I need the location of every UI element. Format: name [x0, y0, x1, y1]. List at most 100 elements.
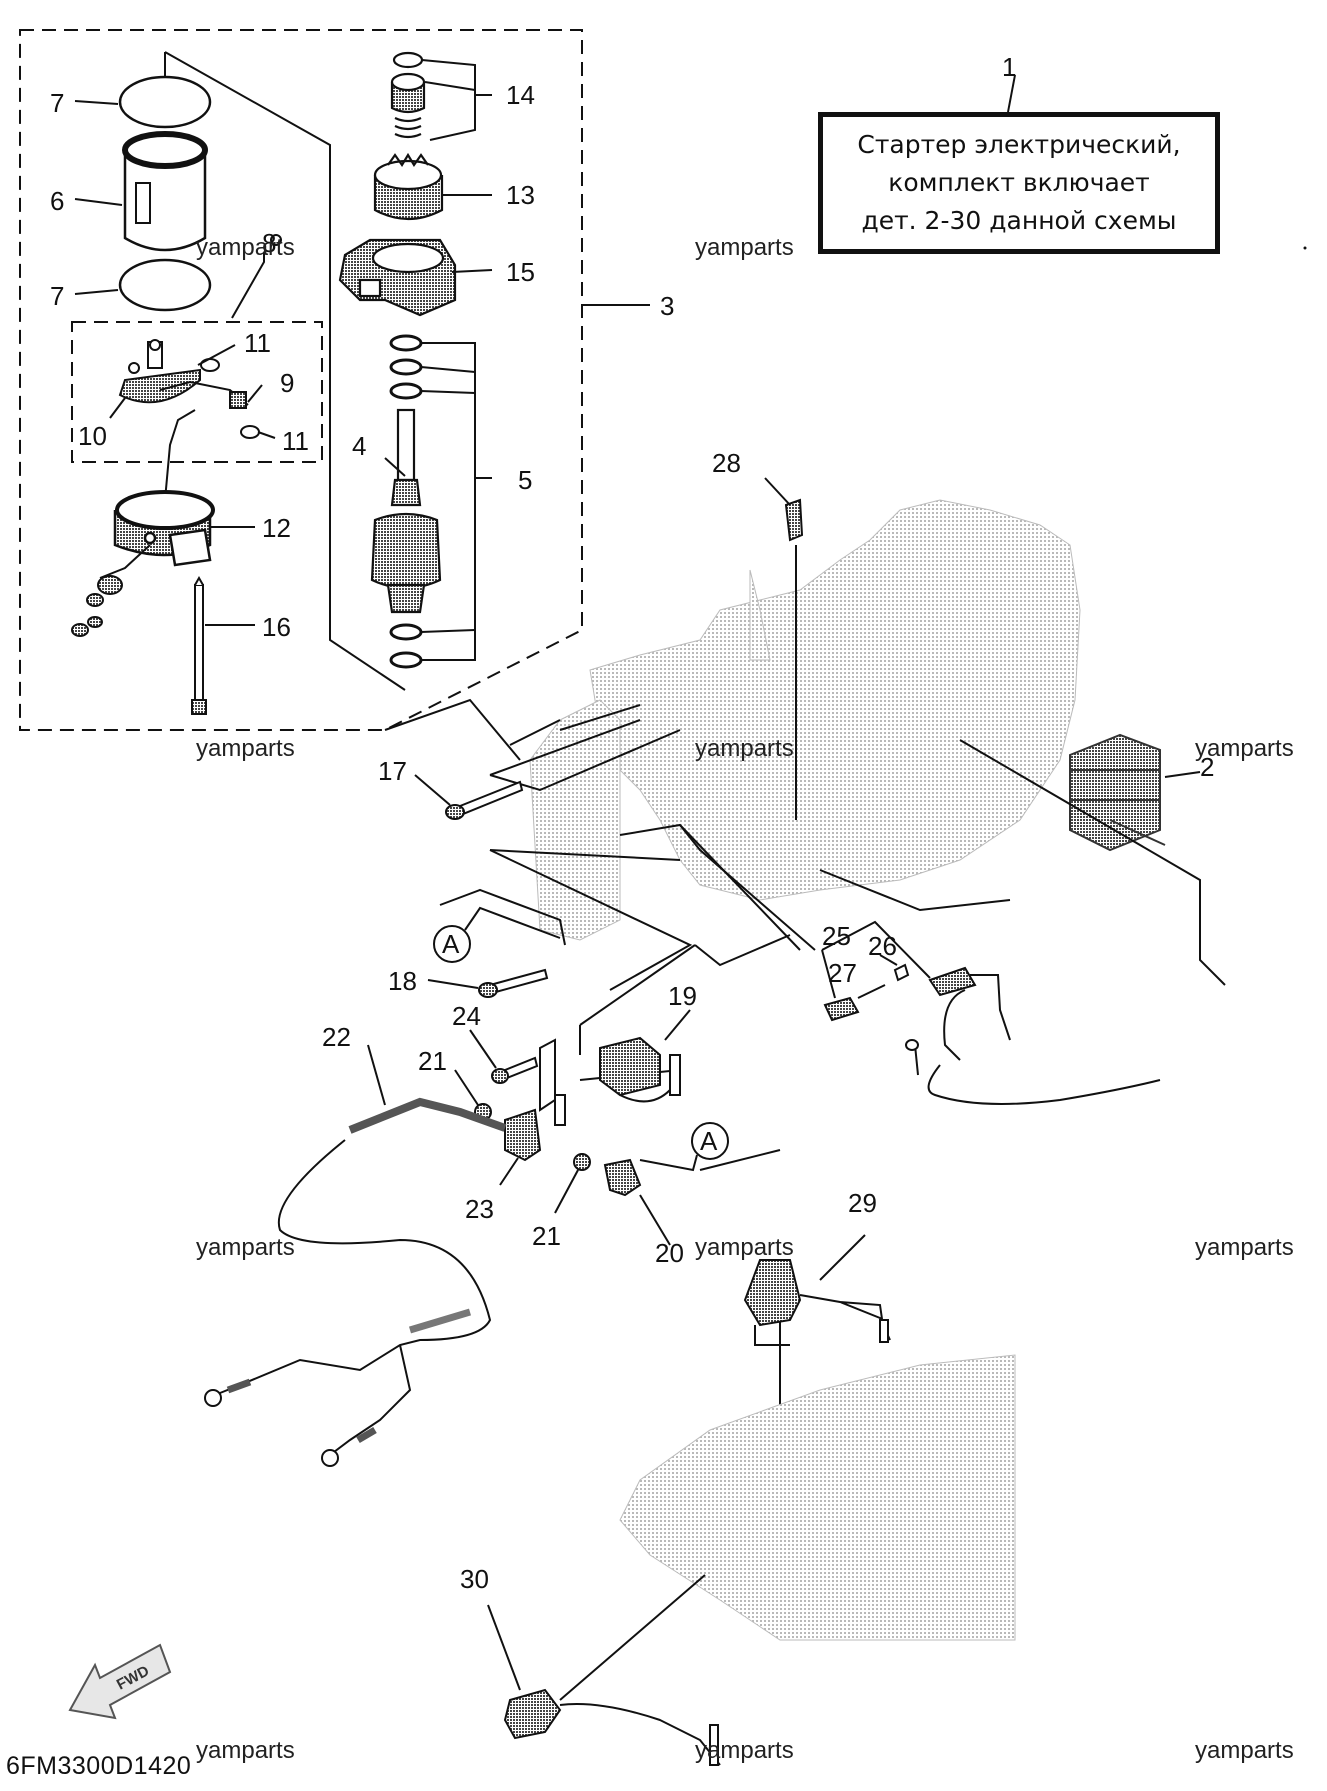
callout-7-bottom: 7	[50, 281, 64, 311]
watermark: yamparts	[196, 234, 295, 261]
front-bracket-part-15	[338, 238, 457, 317]
leader-30	[487, 1604, 521, 1691]
leader-20	[639, 1194, 671, 1246]
leader-21-lower	[554, 1169, 579, 1214]
callout-12: 12	[262, 513, 291, 543]
fuse-group-leaders	[821, 920, 931, 999]
callout-22: 22	[322, 1022, 351, 1052]
ring-part-7-bottom	[118, 258, 212, 312]
pinion-spring-set-part-14	[390, 51, 426, 139]
callout-8: 8	[262, 228, 276, 258]
watermark: yamparts	[1195, 735, 1294, 762]
engine-block	[529, 499, 1081, 941]
reference-marker-a-upper	[433, 906, 561, 963]
starter-relay-part-19	[599, 1009, 691, 1103]
leader-23	[499, 1157, 519, 1186]
bolt-part-17	[445, 780, 524, 820]
watermark: yamparts	[695, 1737, 794, 1764]
reference-marker-a-lower	[639, 1122, 729, 1172]
callout-labels: 1 2 3 4 5 6 7 7 8 9 10 11 11 12 13 14 15…	[50, 52, 1214, 1594]
connector-part-28	[764, 477, 804, 820]
watermark: yamparts	[695, 735, 794, 762]
callout-9: 9	[280, 368, 294, 398]
callout-25: 25	[822, 921, 851, 951]
callout-1: 1	[1002, 52, 1016, 82]
callout-20: 20	[655, 1238, 684, 1268]
leader-22	[367, 1044, 386, 1106]
leader-21-upper	[454, 1069, 479, 1106]
forward-arrow-icon: FWD	[68, 1643, 172, 1720]
leader-24	[469, 1029, 497, 1069]
callout-29: 29	[848, 1188, 877, 1218]
callout-27: 27	[828, 958, 857, 988]
callout-28: 28	[712, 448, 741, 478]
watermark: yamparts	[1195, 1234, 1294, 1261]
callout-17: 17	[378, 756, 407, 786]
callout-11-lower: 11	[282, 426, 309, 456]
terminal-bracket-part-23	[504, 1094, 566, 1162]
lower-cowling	[619, 1354, 1016, 1641]
nut-part-21-lower	[573, 1153, 591, 1171]
leader-18	[427, 979, 479, 989]
through-bolt-part-16	[191, 575, 207, 715]
callout-10: 10	[78, 421, 107, 451]
callout-30: 30	[460, 1564, 489, 1594]
watermark: yamparts	[1195, 1737, 1294, 1764]
callout-13: 13	[506, 180, 535, 210]
yoke-part-6	[122, 131, 208, 252]
right-group-leaders	[420, 59, 493, 661]
callout-21-upper: 21	[418, 1046, 447, 1076]
callout-7-top: 7	[50, 88, 64, 118]
callout-15: 15	[506, 257, 535, 287]
armature-part-4	[370, 408, 442, 614]
kit-note-box: Стартер электрический, комплект включает…	[818, 112, 1220, 254]
callout-11-upper: 11	[244, 328, 271, 358]
watermark: yamparts	[196, 735, 295, 762]
watermark: yamparts	[695, 234, 794, 261]
callout-4: 4	[352, 431, 366, 461]
callout-6: 6	[50, 186, 64, 216]
reference-label-a-lower: A	[700, 1126, 718, 1156]
battery-cable-part-22	[204, 1097, 507, 1467]
left-group-leaders	[74, 100, 406, 626]
callout-26: 26	[868, 931, 897, 961]
callout-16: 16	[262, 612, 291, 642]
callout-2: 2	[1200, 752, 1214, 782]
kit-note-line-3: дет. 2-30 данной схемы	[861, 206, 1177, 235]
kit-note-line-2: комплект включает	[888, 168, 1150, 197]
switch-part-29	[743, 1259, 891, 1346]
fuse-harness-part-25	[823, 963, 1161, 1105]
callout-14: 14	[506, 80, 535, 110]
ring-part-7-top	[118, 75, 212, 129]
sensor-part-30	[503, 1574, 721, 1766]
terminal-hardware	[71, 544, 151, 637]
edge-dot	[1303, 246, 1307, 250]
callout-19: 19	[668, 981, 697, 1011]
pinion-gear-part-13	[373, 152, 444, 220]
diagram-code: 6FM3300D1420	[6, 1752, 192, 1780]
watermark: yamparts	[196, 1737, 295, 1764]
bolt-part-18	[478, 968, 549, 998]
watermark: yamparts	[695, 1234, 794, 1261]
rectifier-part-2	[1069, 733, 1166, 852]
plug-part-20	[603, 1158, 642, 1197]
leader-1	[1007, 74, 1016, 113]
callout-21-lower: 21	[532, 1221, 561, 1251]
bolt-part-24	[491, 1038, 556, 1112]
watermark: yamparts	[196, 1234, 295, 1261]
callout-24: 24	[452, 1001, 481, 1031]
callout-3: 3	[660, 291, 674, 321]
starter-group-boundary	[19, 29, 583, 731]
leader-29	[819, 1234, 866, 1281]
brush-holder-part-8	[118, 234, 282, 501]
callout-18: 18	[388, 966, 417, 996]
kit-note-line-1: Стартер электрический,	[857, 130, 1181, 159]
reference-label-a-upper: A	[442, 929, 460, 959]
watermarks: yamparts yamparts yamparts yamparts yamp…	[196, 234, 1294, 1764]
callout-5: 5	[518, 465, 532, 495]
leader-2	[1164, 771, 1201, 778]
callout-23: 23	[465, 1194, 494, 1224]
leader-17	[414, 774, 451, 806]
end-cover-part-12	[113, 490, 215, 567]
